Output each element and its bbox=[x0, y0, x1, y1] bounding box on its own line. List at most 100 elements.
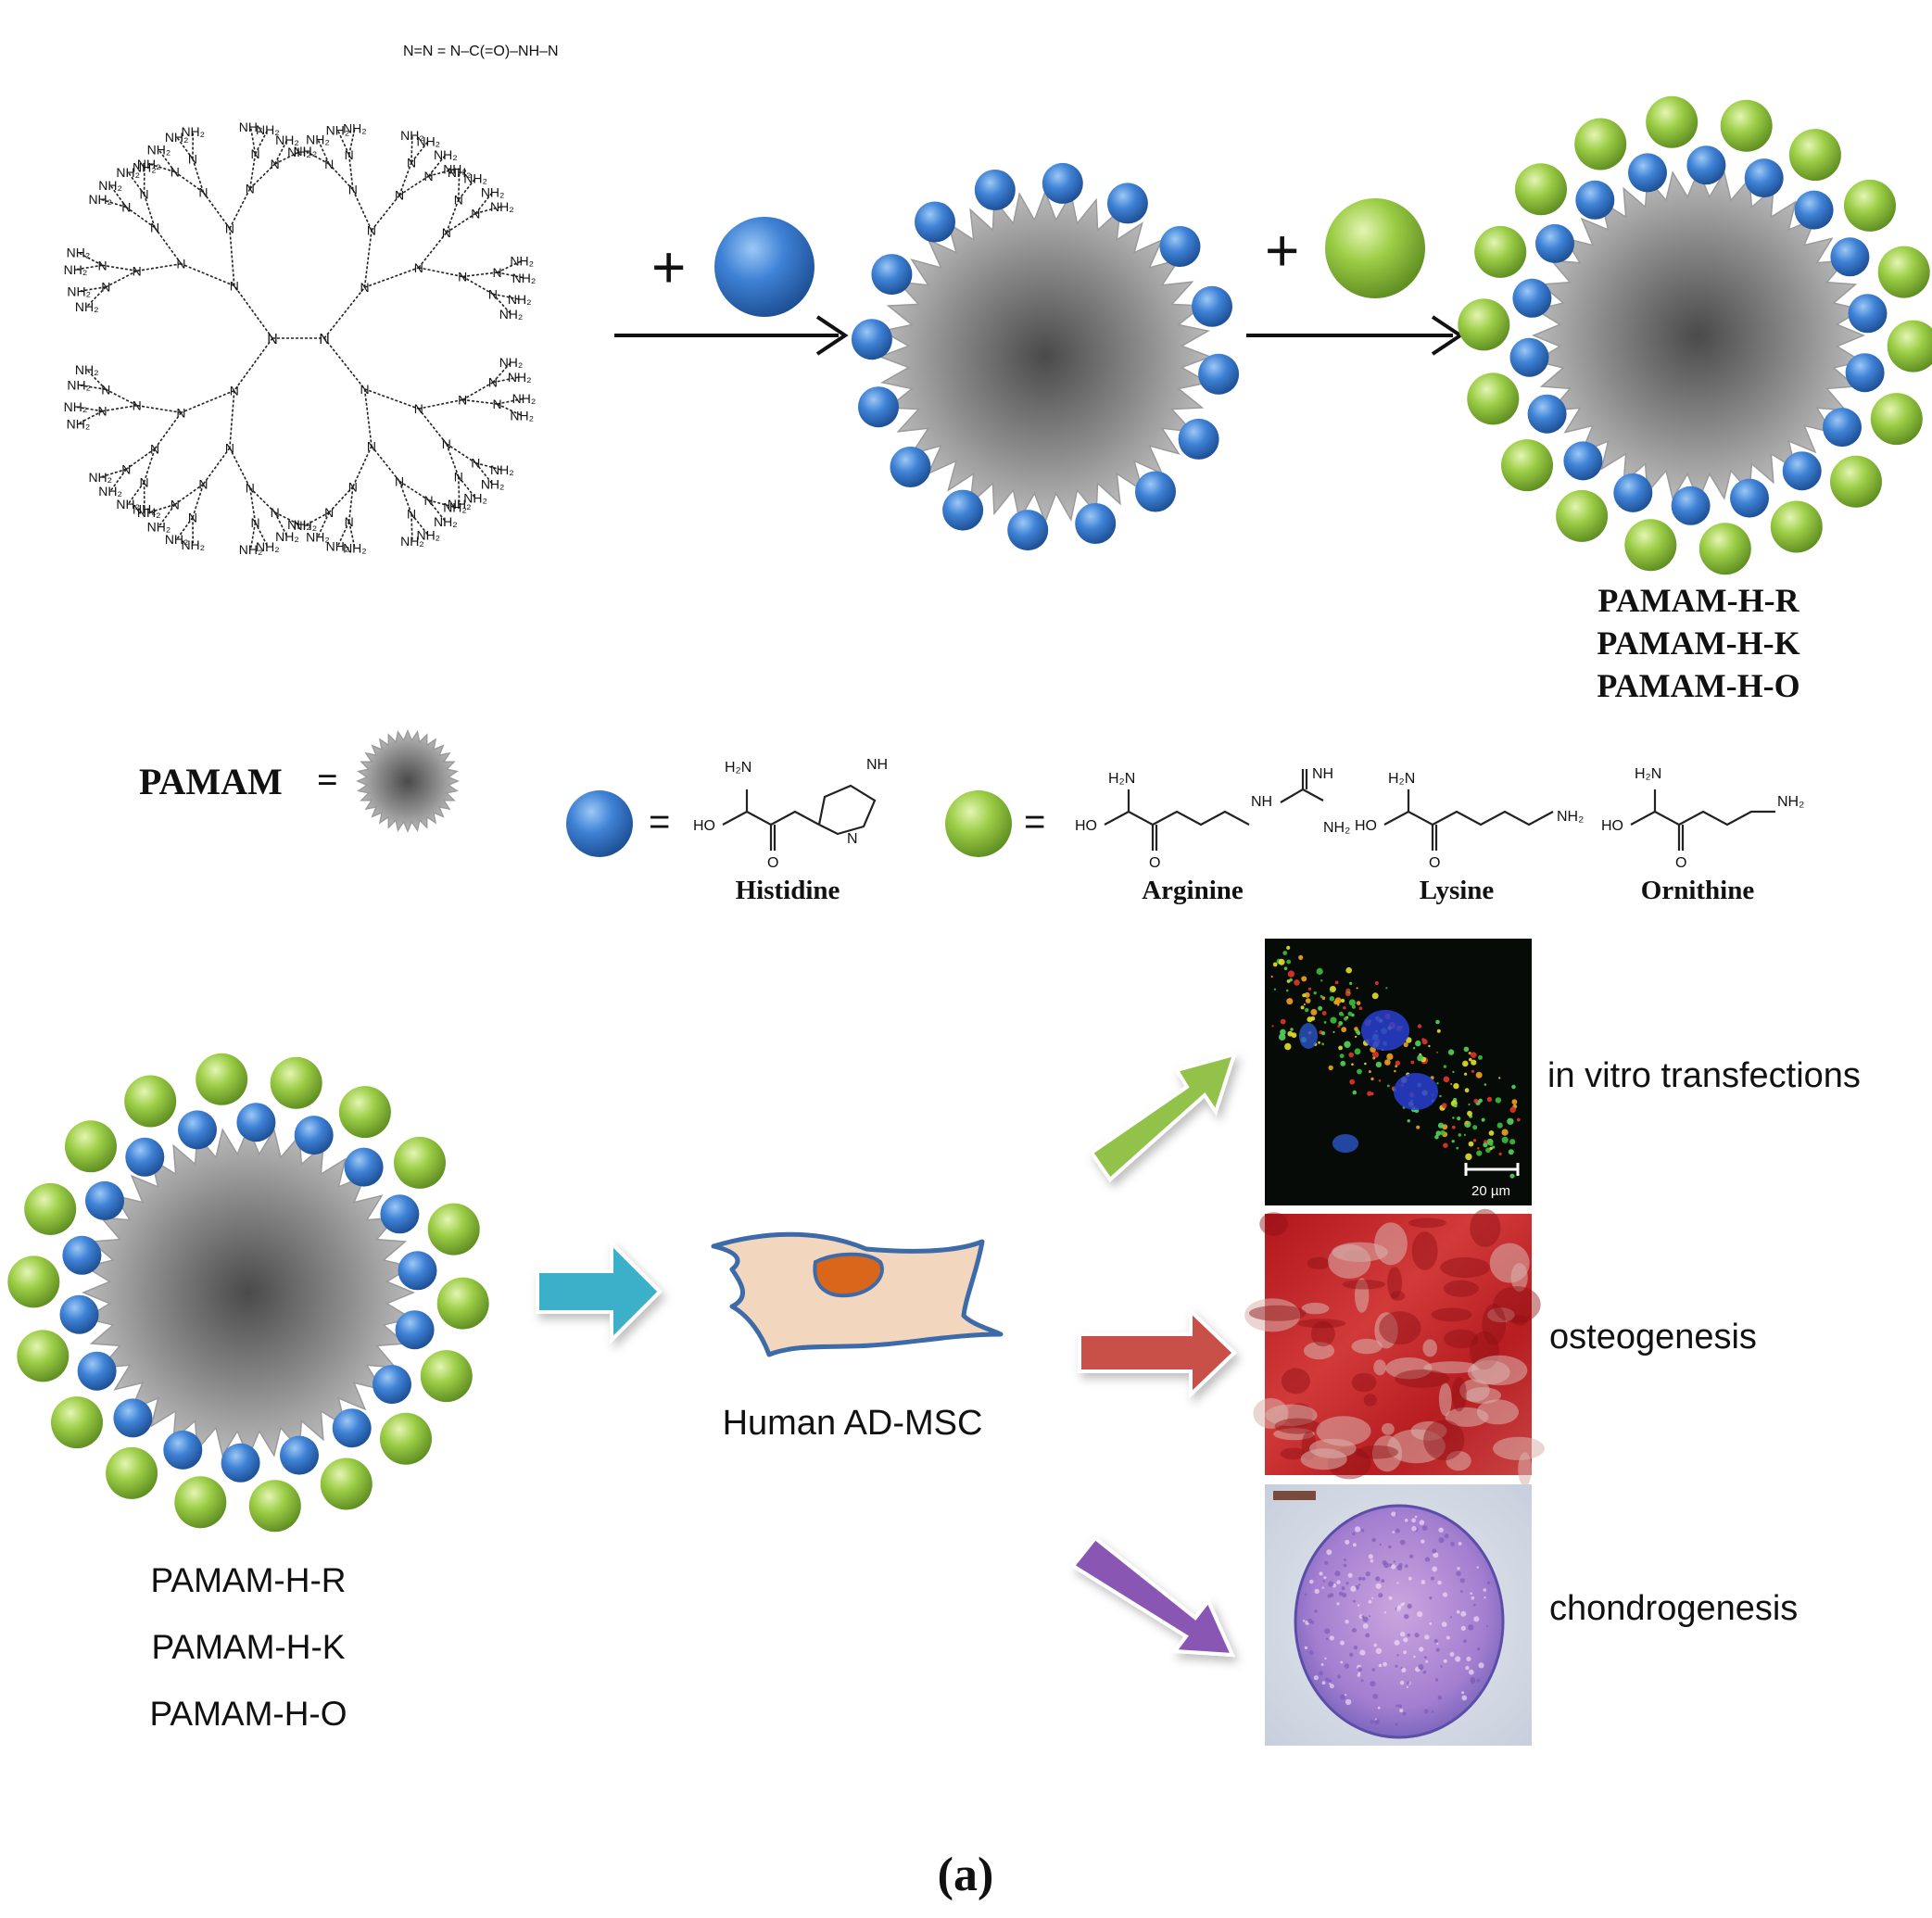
cationic-sphere bbox=[338, 1086, 391, 1139]
pellet-cell bbox=[1344, 1558, 1346, 1561]
pellet-cell bbox=[1423, 1656, 1427, 1659]
pellet-cell bbox=[1352, 1543, 1357, 1547]
dendrimer-atom-label: NH₂ bbox=[306, 530, 330, 545]
pellet-cell bbox=[1321, 1681, 1326, 1685]
pellet-cell bbox=[1362, 1616, 1369, 1622]
pellet-cell bbox=[1418, 1664, 1424, 1671]
dendrimer-atom-label: NH₂ bbox=[275, 529, 299, 544]
dendrimer-bond bbox=[371, 445, 400, 482]
dendrimer-bond bbox=[461, 382, 494, 401]
cationic-sphere-reagent bbox=[1325, 198, 1425, 298]
dendrimer-bond bbox=[418, 398, 463, 410]
pellet-cell bbox=[1338, 1591, 1344, 1596]
fluorescence-spot bbox=[1364, 1062, 1367, 1066]
pellet-cell bbox=[1375, 1583, 1382, 1589]
dendrimer-bond bbox=[328, 486, 354, 513]
cationic-sphere bbox=[1844, 179, 1896, 232]
histidine-name: Histidine bbox=[736, 876, 840, 905]
dendrimer-atom-label: NH₂ bbox=[512, 391, 537, 406]
fluorescence-spot bbox=[1313, 991, 1317, 995]
dendrimer-atom-label: NH₂ bbox=[116, 165, 140, 180]
dendrimer-bond bbox=[136, 262, 182, 272]
stain-patch bbox=[1390, 1291, 1406, 1301]
dendrimer-atom-label: NH₂ bbox=[67, 416, 91, 431]
dendrimer-atom-label: NH₂ bbox=[510, 253, 534, 268]
fluorescence-spot bbox=[1443, 1142, 1448, 1148]
pellet-cell bbox=[1382, 1559, 1387, 1566]
fluorescence-spot bbox=[1495, 1097, 1502, 1104]
pellet-cell bbox=[1404, 1519, 1408, 1522]
fluorescence-spot bbox=[1283, 966, 1288, 970]
pellet-cell bbox=[1391, 1511, 1396, 1517]
histidine-group-h2n: H₂N bbox=[725, 760, 751, 776]
pellet-cell bbox=[1368, 1599, 1372, 1604]
fluorescence-spot bbox=[1286, 945, 1291, 950]
fluorescence-spot bbox=[1333, 1000, 1338, 1005]
pellet-cell bbox=[1440, 1665, 1443, 1668]
nucleus-blue-2 bbox=[1394, 1073, 1438, 1110]
ornithine-group-h2n: H₂N bbox=[1635, 766, 1661, 782]
dendrimer-bond bbox=[125, 207, 156, 229]
fluorescence-spot bbox=[1478, 1054, 1483, 1060]
fluorescence-spot bbox=[1450, 1083, 1453, 1085]
dendrimer-atom-label: NH₂ bbox=[306, 132, 330, 146]
histidine-sphere bbox=[380, 1194, 420, 1234]
dendrimer-atom-label: NH₂ bbox=[287, 517, 311, 532]
fluorescence-spot bbox=[1372, 1056, 1376, 1060]
cationic-sphere bbox=[1698, 523, 1751, 575]
fluorescence-spot bbox=[1347, 1011, 1353, 1016]
pellet-cell bbox=[1431, 1576, 1434, 1581]
pellet-cell bbox=[1455, 1656, 1461, 1662]
pellet-cell bbox=[1411, 1518, 1416, 1523]
fluorescence-spot bbox=[1436, 1051, 1439, 1054]
pellet-cell bbox=[1399, 1539, 1406, 1546]
stain-patch bbox=[1387, 1267, 1403, 1299]
fluorescence-spot bbox=[1301, 976, 1307, 982]
pellet-cell bbox=[1425, 1659, 1429, 1663]
cationic-sphere bbox=[106, 1446, 158, 1499]
dendrimer-atom-label: N bbox=[267, 332, 278, 347]
dendrimer-bond bbox=[446, 443, 476, 464]
dendrimer-bond bbox=[143, 448, 156, 483]
stain-patch bbox=[1300, 1448, 1347, 1470]
legend-pamam-label: PAMAM bbox=[139, 761, 283, 802]
stain-patch bbox=[1476, 1399, 1519, 1425]
dendrimer-atom-label: NH₂ bbox=[98, 178, 122, 193]
pellet-cell bbox=[1334, 1571, 1341, 1577]
pellet-cell bbox=[1441, 1621, 1447, 1627]
pellet-cell bbox=[1423, 1709, 1429, 1714]
fluorescence-spot bbox=[1286, 959, 1292, 965]
stain-patch bbox=[1471, 1355, 1528, 1386]
pellet-cell bbox=[1349, 1652, 1354, 1658]
histidine-sphere bbox=[1042, 162, 1083, 204]
pellet-cell bbox=[1357, 1667, 1363, 1672]
histidine-sphere bbox=[1730, 478, 1769, 518]
fluorescence-spot bbox=[1509, 1139, 1516, 1145]
stain-patch bbox=[1444, 1329, 1479, 1349]
pellet-cell bbox=[1401, 1667, 1407, 1672]
pellet-cell bbox=[1319, 1671, 1323, 1676]
pellet-cell bbox=[1326, 1549, 1332, 1556]
histidine-sphere bbox=[62, 1235, 102, 1275]
cationic-sphere bbox=[248, 1480, 301, 1533]
chondrocyte-pellet bbox=[1294, 1504, 1505, 1739]
pellet-cell bbox=[1429, 1596, 1433, 1600]
cationic-sphere bbox=[1624, 519, 1677, 572]
histidine-sphere bbox=[890, 447, 931, 487]
fluorescence-spot bbox=[1416, 1125, 1421, 1129]
histidine-sphere bbox=[332, 1408, 372, 1448]
pellet-cell bbox=[1377, 1706, 1381, 1710]
stain-patch bbox=[1297, 1319, 1346, 1329]
fluorescence-spot bbox=[1370, 1077, 1374, 1081]
dendrimer-atom-label: NH₂ bbox=[88, 470, 112, 485]
fluorescence-spot bbox=[1270, 975, 1273, 978]
fluorescence-spot bbox=[1356, 987, 1358, 990]
fluorescence-spot bbox=[1403, 1041, 1408, 1048]
pellet-cell bbox=[1375, 1647, 1383, 1655]
dendrimer-bond bbox=[352, 189, 373, 231]
fluorescence-spot bbox=[1370, 1091, 1374, 1096]
green-arrow bbox=[1089, 1052, 1238, 1183]
fluorescence-spot bbox=[1439, 1094, 1442, 1098]
stain-patch bbox=[1253, 1397, 1289, 1429]
